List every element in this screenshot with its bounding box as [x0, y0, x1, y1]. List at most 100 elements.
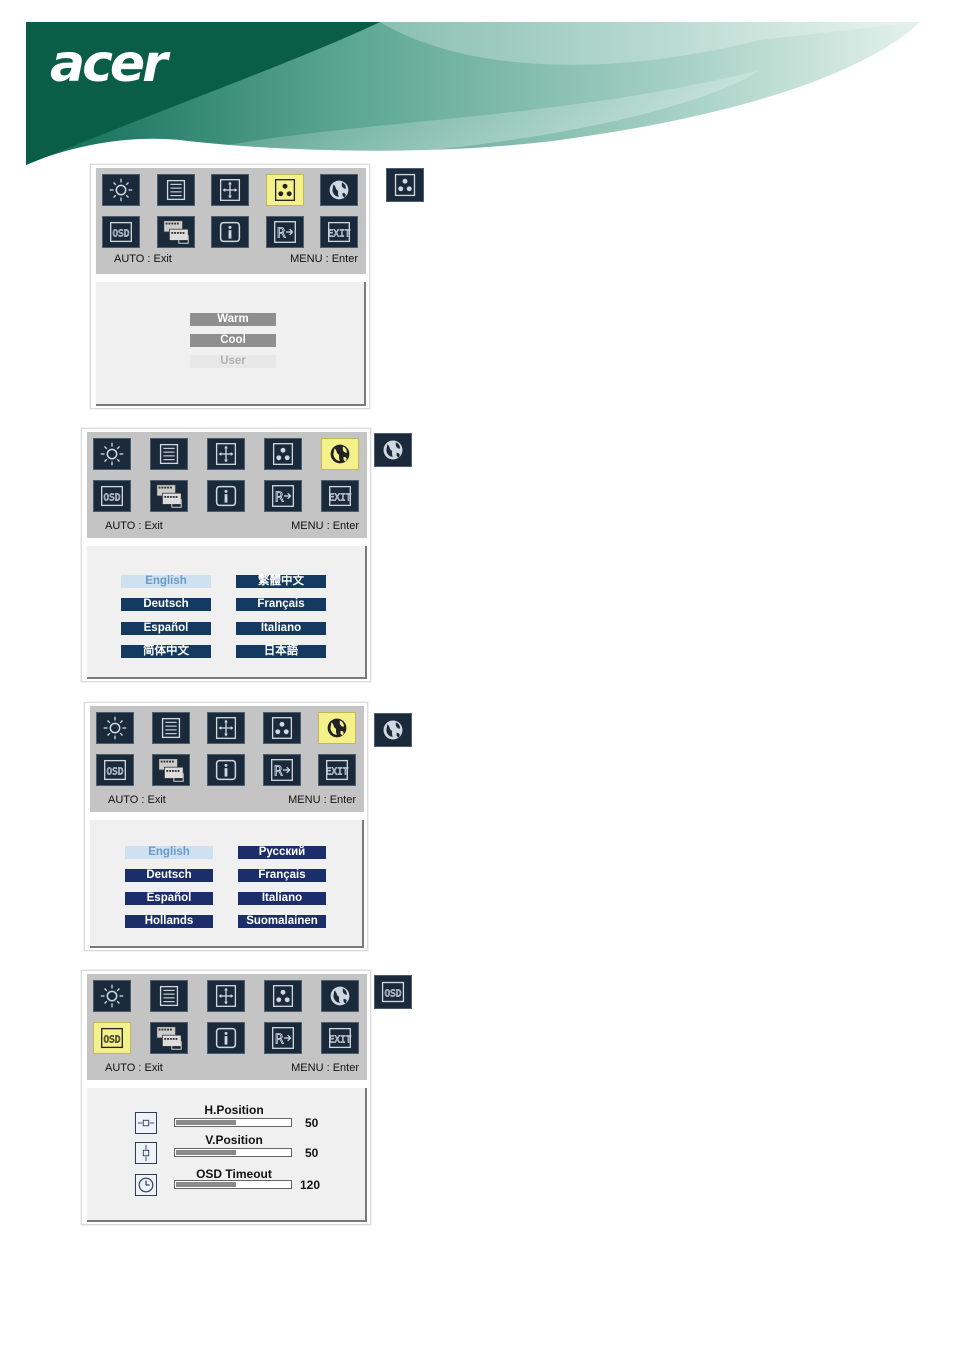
- exit-icon[interactable]: EXIT: [321, 480, 359, 512]
- menu-enter-hint: MENU : Enter: [291, 520, 359, 532]
- osd-icon[interactable]: OSD: [93, 480, 131, 512]
- brightness-icon[interactable]: [93, 438, 131, 470]
- reset-icon[interactable]: R: [265, 216, 304, 248]
- language-option[interactable]: Italiano: [238, 892, 326, 905]
- color-temperature-icon[interactable]: [265, 174, 304, 206]
- color-option-user[interactable]: User: [190, 355, 276, 368]
- slider-fill: [176, 1120, 236, 1125]
- position-icon[interactable]: [207, 438, 245, 470]
- setting-label: H.Position: [204, 1103, 264, 1117]
- language-globe-icon[interactable]: [321, 438, 359, 470]
- reset-icon[interactable]: R: [264, 1022, 302, 1054]
- input-source-icon[interactable]: [151, 754, 190, 786]
- auto-exit-hint: AUTO : Exit: [114, 253, 172, 265]
- vertical-position-icon: [135, 1142, 157, 1164]
- svg-text:OSD: OSD: [113, 229, 130, 240]
- osd-icon[interactable]: OSD: [96, 754, 134, 786]
- language-option[interactable]: Deutsch: [125, 869, 213, 882]
- language-option[interactable]: 繁體中文: [236, 575, 326, 588]
- language-option[interactable]: English: [125, 846, 213, 859]
- svg-text:OSD: OSD: [104, 493, 121, 504]
- language-globe-icon[interactable]: [318, 712, 356, 744]
- header-banner: acer: [0, 0, 954, 170]
- information-icon[interactable]: [207, 1022, 245, 1054]
- color-temperature-icon[interactable]: [264, 980, 302, 1012]
- image-setting-icon[interactable]: [150, 980, 188, 1012]
- language-option[interactable]: Italiano: [236, 621, 326, 635]
- setting-slider[interactable]: [174, 1148, 292, 1157]
- language-option[interactable]: Français: [236, 598, 326, 612]
- svg-text:EXIT: EXIT: [328, 229, 351, 240]
- svg-text:R: R: [276, 227, 285, 242]
- slider-fill: [176, 1150, 236, 1155]
- color-option-warm[interactable]: Warm: [190, 313, 276, 326]
- image-setting-icon[interactable]: [151, 712, 190, 744]
- language-globe-icon[interactable]: [321, 980, 359, 1012]
- menu-enter-hint: MENU : Enter: [291, 1062, 359, 1074]
- setting-slider[interactable]: [174, 1118, 292, 1127]
- information-icon[interactable]: [207, 754, 245, 786]
- language-option[interactable]: Русский: [238, 846, 326, 859]
- language-option[interactable]: Hollands: [125, 915, 213, 928]
- auto-exit-hint: AUTO : Exit: [105, 520, 163, 532]
- position-icon[interactable]: [207, 980, 245, 1012]
- svg-text:OSD: OSD: [107, 767, 124, 778]
- language-option[interactable]: Español: [121, 621, 211, 635]
- svg-text:EXIT: EXIT: [329, 1035, 352, 1046]
- osd-icon[interactable]: OSD: [93, 1022, 131, 1054]
- svg-text:R: R: [273, 765, 282, 780]
- information-icon[interactable]: [207, 480, 245, 512]
- menu-enter-hint: MENU : Enter: [290, 253, 358, 265]
- language-option[interactable]: 简体中文: [121, 644, 211, 658]
- position-icon[interactable]: [211, 174, 249, 206]
- osd-submenu-area: [90, 820, 364, 948]
- color-temperature-icon[interactable]: [262, 712, 301, 744]
- input-source-icon[interactable]: [150, 480, 188, 512]
- svg-text:EXIT: EXIT: [329, 493, 352, 504]
- exit-icon[interactable]: EXIT: [321, 1022, 359, 1054]
- position-icon[interactable]: [207, 712, 245, 744]
- language-option[interactable]: English: [121, 575, 211, 588]
- osd-submenu-area: [87, 546, 367, 679]
- setting-slider[interactable]: [174, 1180, 292, 1189]
- image-setting-icon[interactable]: [156, 174, 195, 206]
- auto-exit-hint: AUTO : Exit: [108, 794, 166, 806]
- slider-fill: [176, 1182, 236, 1187]
- language-option[interactable]: 日本語: [236, 644, 326, 658]
- osd-icon[interactable]: OSD: [102, 216, 140, 248]
- language-option[interactable]: Suomalainen: [238, 915, 326, 928]
- setting-value: 120: [300, 1178, 321, 1192]
- horizontal-position-icon: [135, 1112, 157, 1134]
- svg-text:OSD: OSD: [384, 989, 401, 1000]
- language-option[interactable]: Deutsch: [121, 598, 211, 612]
- language-globe-icon: [374, 433, 412, 467]
- input-source-icon[interactable]: [156, 216, 195, 248]
- input-source-icon[interactable]: [150, 1022, 188, 1054]
- setting-value: 50: [305, 1116, 319, 1130]
- language-option[interactable]: Español: [125, 892, 213, 905]
- color-temperature-icon: [386, 168, 424, 202]
- language-globe-icon: [374, 713, 412, 747]
- language-option[interactable]: Français: [238, 869, 326, 882]
- image-setting-icon[interactable]: [150, 438, 188, 470]
- exit-icon[interactable]: EXIT: [320, 216, 358, 248]
- brightness-icon[interactable]: [96, 712, 134, 744]
- timer-clock-icon: [135, 1174, 157, 1196]
- setting-label: OSD Timeout: [196, 1167, 272, 1181]
- language-globe-icon[interactable]: [320, 174, 358, 206]
- reset-icon[interactable]: R: [262, 754, 301, 786]
- brightness-icon[interactable]: [102, 174, 140, 206]
- svg-text:EXIT: EXIT: [326, 767, 349, 778]
- color-temperature-icon[interactable]: [264, 438, 302, 470]
- svg-text:OSD: OSD: [104, 1035, 121, 1046]
- color-option-cool[interactable]: Cool: [190, 334, 276, 347]
- information-icon[interactable]: [211, 216, 249, 248]
- brightness-icon[interactable]: [93, 980, 131, 1012]
- exit-icon[interactable]: EXIT: [318, 754, 356, 786]
- reset-icon[interactable]: R: [264, 480, 302, 512]
- svg-text:R: R: [275, 491, 284, 506]
